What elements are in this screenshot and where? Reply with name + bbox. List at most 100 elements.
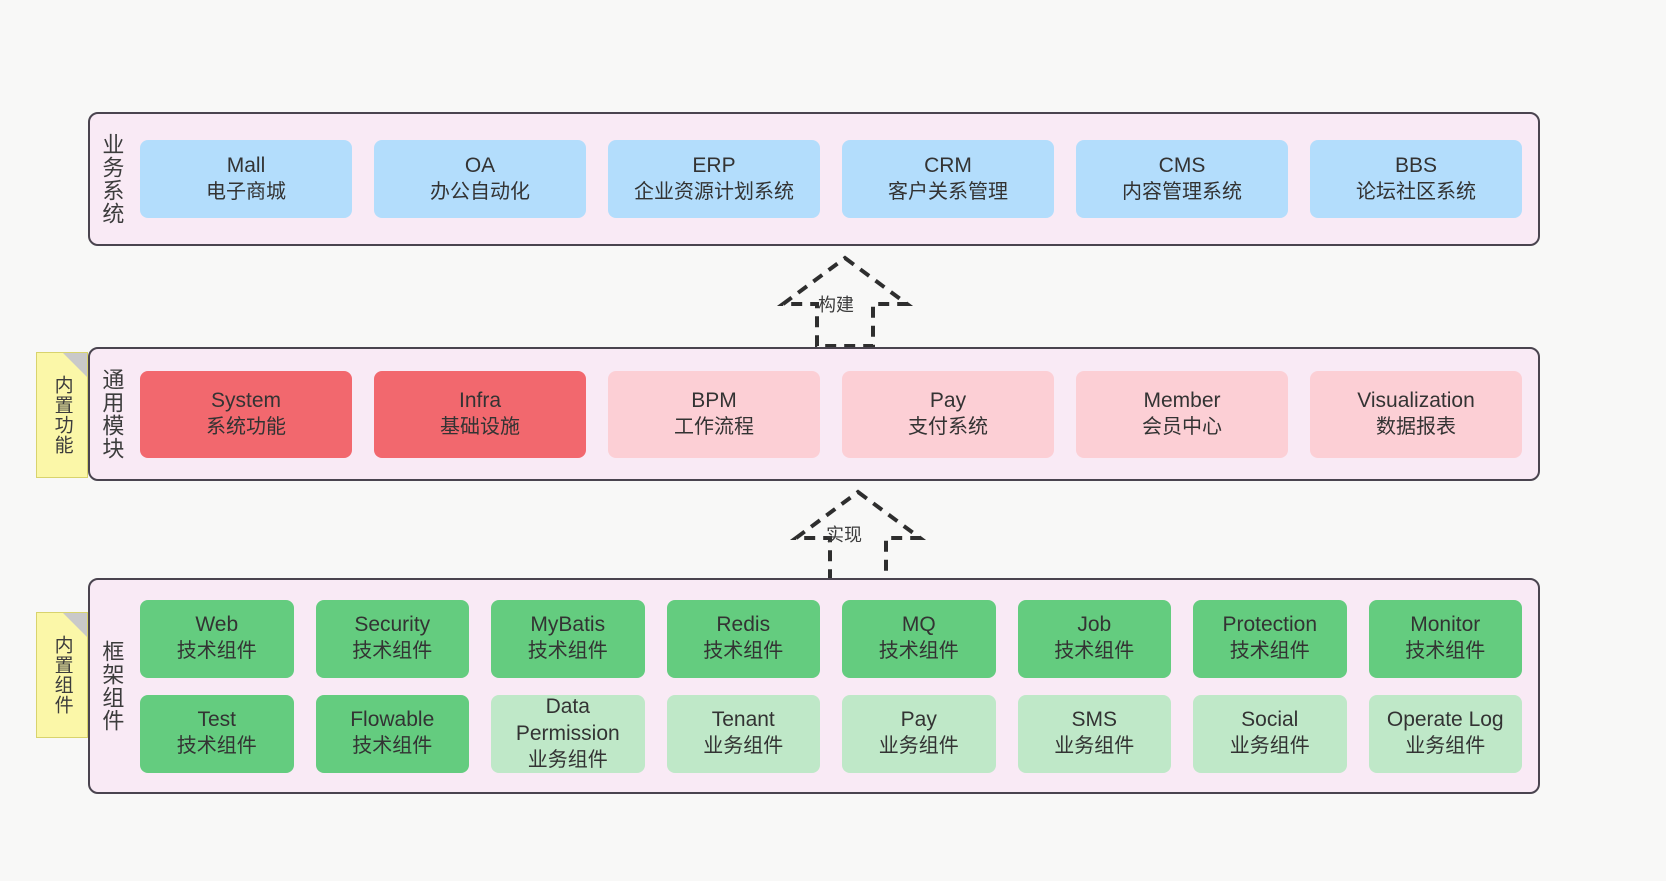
box-sms-title: SMS — [1071, 708, 1117, 732]
box-member-subtitle: 会员中心 — [1142, 415, 1222, 438]
layer-body-business: Mall 电子商城 OA 办公自动化 ERP 企业资源计划系统 CRM 客户关系… — [132, 114, 1538, 244]
box-cms-subtitle: 内容管理系统 — [1122, 180, 1242, 203]
box-social-subtitle: 业务组件 — [1229, 735, 1310, 758]
box-web[interactable]: Web 技术组件 — [140, 599, 294, 678]
box-security-subtitle: 技术组件 — [352, 640, 433, 663]
box-monitor-subtitle: 技术组件 — [1405, 640, 1486, 663]
layer-framework-components: 框架组件 Web 技术组件 Security 技术组件 MyBatis 技术组件… — [88, 578, 1540, 794]
note-builtin-function: 内置功能 — [36, 352, 88, 478]
box-redis-title: Redis — [716, 613, 771, 637]
box-pay-component-subtitle: 业务组件 — [878, 735, 959, 758]
box-sms[interactable]: SMS 业务组件 — [1017, 694, 1171, 773]
box-crm-subtitle: 客户关系管理 — [888, 180, 1008, 203]
box-flowable[interactable]: Flowable 技术组件 — [315, 694, 469, 773]
box-protection-subtitle: 技术组件 — [1229, 640, 1310, 663]
box-tenant[interactable]: Tenant 业务组件 — [666, 694, 820, 773]
box-pay-component[interactable]: Pay 业务组件 — [842, 694, 996, 773]
box-mq[interactable]: MQ 技术组件 — [842, 599, 996, 678]
box-web-subtitle: 技术组件 — [176, 640, 257, 663]
layer-common-modules: 通用模块 System 系统功能 Infra 基础设施 BPM 工作流程 Pay — [88, 347, 1540, 481]
layer-body-modules: System 系统功能 Infra 基础设施 BPM 工作流程 Pay 支付系统… — [132, 349, 1538, 479]
box-member-title: Member — [1143, 388, 1221, 412]
box-test-title: Test — [197, 708, 236, 732]
box-mybatis-title: MyBatis — [530, 613, 606, 637]
arrow-build — [755, 252, 935, 348]
box-member[interactable]: Member 会员中心 — [1076, 370, 1288, 458]
box-mybatis[interactable]: MyBatis 技术组件 — [491, 599, 645, 678]
box-erp-subtitle: 企业资源计划系统 — [634, 180, 794, 203]
box-bpm-subtitle: 工作流程 — [674, 415, 754, 438]
box-web-title: Web — [195, 613, 239, 637]
box-test-subtitle: 技术组件 — [176, 735, 257, 758]
box-cms[interactable]: CMS 内容管理系统 — [1076, 140, 1288, 218]
layer-business-row-1: Mall 电子商城 OA 办公自动化 ERP 企业资源计划系统 CRM 客户关系… — [140, 140, 1522, 218]
box-monitor[interactable]: Monitor 技术组件 — [1368, 599, 1522, 678]
layer-title-business: 业务系统 — [99, 133, 125, 225]
box-bbs-title: BBS — [1394, 153, 1438, 177]
box-social[interactable]: Social 业务组件 — [1193, 694, 1347, 773]
box-security-title: Security — [354, 613, 431, 637]
box-erp[interactable]: ERP 企业资源计划系统 — [608, 140, 820, 218]
layer-body-framework: Web 技术组件 Security 技术组件 MyBatis 技术组件 Redi… — [132, 580, 1538, 792]
box-pay-module-subtitle: 支付系统 — [908, 415, 988, 438]
box-bbs[interactable]: BBS 论坛社区系统 — [1310, 140, 1522, 218]
box-job-title: Job — [1077, 613, 1112, 637]
box-operate-log-title: Operate Log — [1386, 708, 1504, 732]
box-infra[interactable]: Infra 基础设施 — [374, 370, 586, 458]
note-builtin-function-label: 内置功能 — [51, 375, 73, 455]
box-sms-subtitle: 业务组件 — [1054, 735, 1135, 758]
box-pay-module-title: Pay — [929, 388, 967, 412]
box-tenant-subtitle: 业务组件 — [703, 735, 784, 758]
box-crm-title: CRM — [924, 153, 972, 177]
box-mq-subtitle: 技术组件 — [878, 640, 959, 663]
box-bpm-title: BPM — [691, 388, 737, 412]
note-builtin-component-label: 内置组件 — [51, 635, 73, 715]
box-mq-title: MQ — [901, 613, 936, 637]
box-pay-module[interactable]: Pay 支付系统 — [842, 370, 1054, 458]
box-cms-title: CMS — [1158, 153, 1206, 177]
box-security[interactable]: Security 技术组件 — [315, 599, 469, 678]
layer-business-system: 业务系统 Mall 电子商城 OA 办公自动化 ERP 企业资源计划系统 CRM — [88, 112, 1540, 246]
layer-title-framework: 框架组件 — [99, 640, 125, 732]
box-system-subtitle: 系统功能 — [206, 415, 286, 438]
box-pay-component-title: Pay — [900, 708, 937, 732]
box-data-permission[interactable]: Data Permission 业务组件 — [491, 694, 645, 773]
box-erp-title: ERP — [692, 153, 736, 177]
box-mall[interactable]: Mall 电子商城 — [140, 140, 352, 218]
box-crm[interactable]: CRM 客户关系管理 — [842, 140, 1054, 218]
layer-modules-row-1: System 系统功能 Infra 基础设施 BPM 工作流程 Pay 支付系统… — [140, 370, 1522, 458]
box-monitor-title: Monitor — [1410, 613, 1481, 637]
note-fold-icon — [63, 613, 87, 637]
box-job[interactable]: Job 技术组件 — [1017, 599, 1171, 678]
box-protection-title: Protection — [1222, 613, 1318, 637]
box-bbs-subtitle: 论坛社区系统 — [1356, 180, 1476, 203]
box-visualization-title: Visualization — [1357, 388, 1475, 412]
box-visualization-subtitle: 数据报表 — [1376, 415, 1456, 438]
box-bpm[interactable]: BPM 工作流程 — [608, 370, 820, 458]
box-oa[interactable]: OA 办公自动化 — [374, 140, 586, 218]
box-infra-subtitle: 基础设施 — [440, 415, 520, 438]
box-visualization[interactable]: Visualization 数据报表 — [1310, 370, 1522, 458]
arrow-build-label: 构建 — [818, 295, 854, 315]
box-protection[interactable]: Protection 技术组件 — [1193, 599, 1347, 678]
note-builtin-component: 内置组件 — [36, 612, 88, 738]
box-data-permission-title: Data Permission — [515, 694, 620, 745]
box-flowable-subtitle: 技术组件 — [352, 735, 433, 758]
box-system[interactable]: System 系统功能 — [140, 370, 352, 458]
box-oa-title: OA — [464, 153, 496, 177]
layer-title-modules: 通用模块 — [99, 368, 125, 460]
box-redis[interactable]: Redis 技术组件 — [666, 599, 820, 678]
box-test[interactable]: Test 技术组件 — [140, 694, 294, 773]
box-operate-log[interactable]: Operate Log 业务组件 — [1368, 694, 1522, 773]
box-data-permission-subtitle: 业务组件 — [527, 748, 608, 771]
box-mybatis-subtitle: 技术组件 — [527, 640, 608, 663]
box-job-subtitle: 技术组件 — [1054, 640, 1135, 663]
layer-framework-row-2: Test 技术组件 Flowable 技术组件 Data Permission … — [140, 694, 1522, 773]
arrow-implement-label: 实现 — [826, 525, 862, 545]
box-operate-log-subtitle: 业务组件 — [1405, 735, 1486, 758]
layer-framework-row-1: Web 技术组件 Security 技术组件 MyBatis 技术组件 Redi… — [140, 599, 1522, 678]
box-oa-subtitle: 办公自动化 — [430, 180, 530, 203]
box-tenant-title: Tenant — [711, 708, 775, 732]
box-redis-subtitle: 技术组件 — [703, 640, 784, 663]
